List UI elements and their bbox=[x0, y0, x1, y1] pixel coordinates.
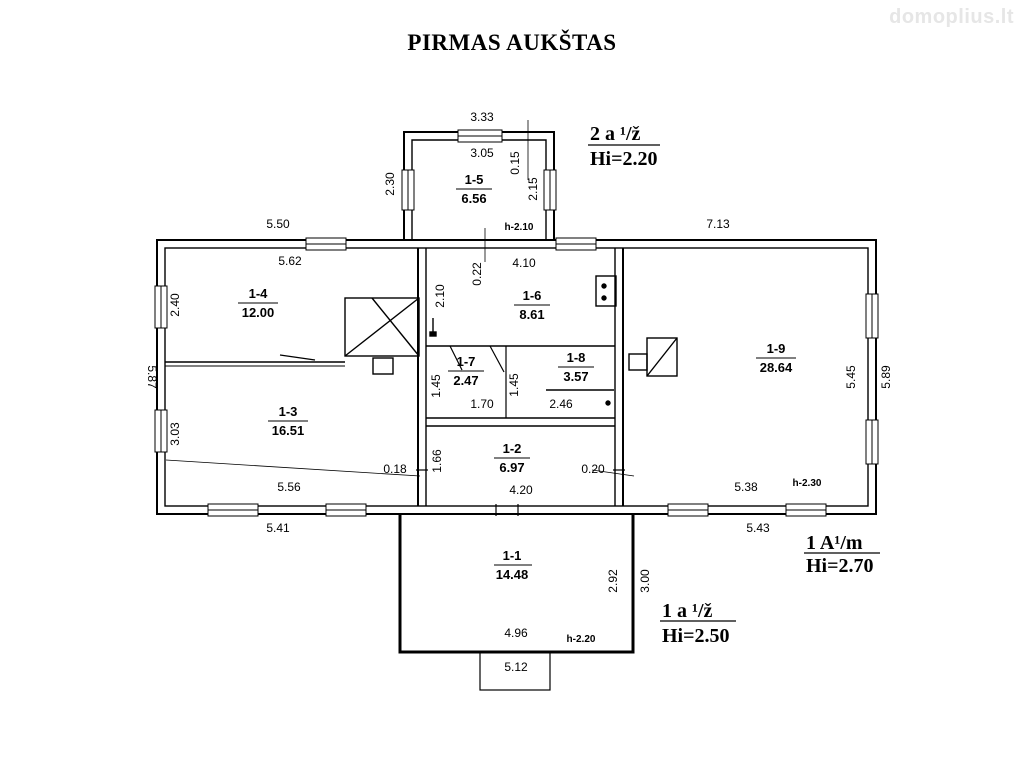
svg-text:16.51: 16.51 bbox=[272, 423, 305, 438]
dim-label: 3.03 bbox=[168, 422, 182, 446]
room-1-3: 1-3 16.51 bbox=[268, 404, 308, 438]
svg-text:1-8: 1-8 bbox=[567, 350, 586, 365]
svg-text:3.57: 3.57 bbox=[563, 369, 588, 384]
page-title: PIRMAS AUKŠTAS bbox=[407, 30, 617, 55]
svg-text:1-5: 1-5 bbox=[465, 172, 484, 187]
room-1-7: 1-7 2.47 bbox=[448, 354, 484, 388]
dim-label: 3.33 bbox=[470, 110, 494, 124]
dim-label: 1.45 bbox=[429, 374, 443, 398]
room-1-4: 1-4 12.00 bbox=[238, 286, 278, 320]
svg-text:Hi=2.50: Hi=2.50 bbox=[662, 625, 730, 647]
dim-label: 2.30 bbox=[383, 172, 397, 196]
svg-text:h-2.30: h-2.30 bbox=[793, 478, 822, 489]
height-labels: h-2.10 h-2.30 h-2.20 bbox=[505, 222, 822, 645]
dim-label: 3.00 bbox=[638, 569, 652, 593]
room-1-8: 1-8 3.57 bbox=[558, 350, 594, 384]
svg-text:1 A¹/m: 1 A¹/m bbox=[806, 532, 863, 554]
dim-label: 2.46 bbox=[549, 397, 573, 411]
svg-text:1-4: 1-4 bbox=[249, 286, 269, 301]
svg-text:1-7: 1-7 bbox=[457, 354, 476, 369]
svg-text:1-9: 1-9 bbox=[767, 341, 786, 356]
dim-label: 5.41 bbox=[266, 521, 290, 535]
svg-text:1 a ¹/ž: 1 a ¹/ž bbox=[662, 600, 713, 622]
floor-note-main: 1 A¹/m Hi=2.70 bbox=[804, 532, 880, 577]
dimension-labels: 3.33 3.05 0.15 2.15 2.30 5.50 5.62 2.40 … bbox=[145, 110, 893, 674]
dim-label: 5.45 bbox=[844, 365, 858, 389]
svg-text:14.48: 14.48 bbox=[496, 567, 529, 582]
dim-label: 2.10 bbox=[433, 284, 447, 308]
dim-label: 5.62 bbox=[278, 254, 302, 268]
svg-text:h-2.20: h-2.20 bbox=[567, 634, 596, 645]
room-1-9: 1-9 28.64 bbox=[756, 341, 796, 375]
dim-label: 5.87 bbox=[145, 365, 159, 389]
dim-label: 5.38 bbox=[734, 480, 758, 494]
dim-label: 4.96 bbox=[504, 626, 528, 640]
svg-text:1-6: 1-6 bbox=[523, 288, 542, 303]
dim-label: 4.20 bbox=[509, 483, 533, 497]
floor-notes: 2 a ¹/ž Hi=2.20 1 A¹/m Hi=2.70 1 a ¹/ž H… bbox=[588, 123, 880, 647]
room-1-1: 1-1 14.48 bbox=[494, 548, 532, 582]
svg-text:1-2: 1-2 bbox=[503, 441, 522, 456]
svg-text:1-3: 1-3 bbox=[279, 404, 298, 419]
room-1-6: 1-6 8.61 bbox=[514, 288, 550, 322]
walls bbox=[154, 120, 879, 691]
dim-label: 2.92 bbox=[606, 569, 620, 593]
svg-text:8.61: 8.61 bbox=[519, 307, 544, 322]
dim-label: 0.18 bbox=[383, 462, 407, 476]
dim-label: 3.05 bbox=[470, 146, 494, 160]
dim-label: 2.40 bbox=[168, 293, 182, 317]
dim-label: 5.50 bbox=[266, 217, 290, 231]
floor-note-veranda: 1 a ¹/ž Hi=2.50 bbox=[660, 600, 736, 647]
svg-text:Hi=2.70: Hi=2.70 bbox=[806, 555, 874, 577]
svg-text:6.97: 6.97 bbox=[499, 460, 524, 475]
dim-label: 2.15 bbox=[526, 177, 540, 201]
room-1-5: 1-5 6.56 bbox=[456, 172, 492, 206]
dim-label: 0.20 bbox=[581, 462, 605, 476]
svg-text:12.00: 12.00 bbox=[242, 305, 275, 320]
svg-text:h-2.10: h-2.10 bbox=[505, 222, 534, 233]
dim-label: 1.70 bbox=[470, 397, 494, 411]
dim-label: 0.15 bbox=[508, 151, 522, 175]
svg-text:Hi=2.20: Hi=2.20 bbox=[590, 148, 658, 170]
svg-text:28.64: 28.64 bbox=[760, 360, 793, 375]
dim-label: 7.13 bbox=[706, 217, 730, 231]
dim-label: 0.22 bbox=[470, 262, 484, 286]
dim-label: 5.56 bbox=[277, 480, 301, 494]
room-1-2: 1-2 6.97 bbox=[494, 441, 530, 475]
dim-label: 1.66 bbox=[430, 449, 444, 473]
dim-label: 5.12 bbox=[504, 660, 528, 674]
dim-label: 4.10 bbox=[512, 256, 536, 270]
svg-text:1-1: 1-1 bbox=[503, 548, 522, 563]
room-labels: 1-1 14.48 1-2 6.97 1-3 16.51 1-4 12.00 1… bbox=[238, 172, 796, 582]
dim-label: 1.45 bbox=[507, 373, 521, 397]
svg-text:2.47: 2.47 bbox=[453, 373, 478, 388]
svg-text:6.56: 6.56 bbox=[461, 191, 486, 206]
dim-label: 5.89 bbox=[879, 365, 893, 389]
dim-label: 5.43 bbox=[746, 521, 770, 535]
floor-note-top: 2 a ¹/ž Hi=2.20 bbox=[588, 123, 660, 170]
watermark-logo: domoplius.lt bbox=[889, 6, 1014, 28]
svg-text:2 a ¹/ž: 2 a ¹/ž bbox=[590, 123, 641, 145]
